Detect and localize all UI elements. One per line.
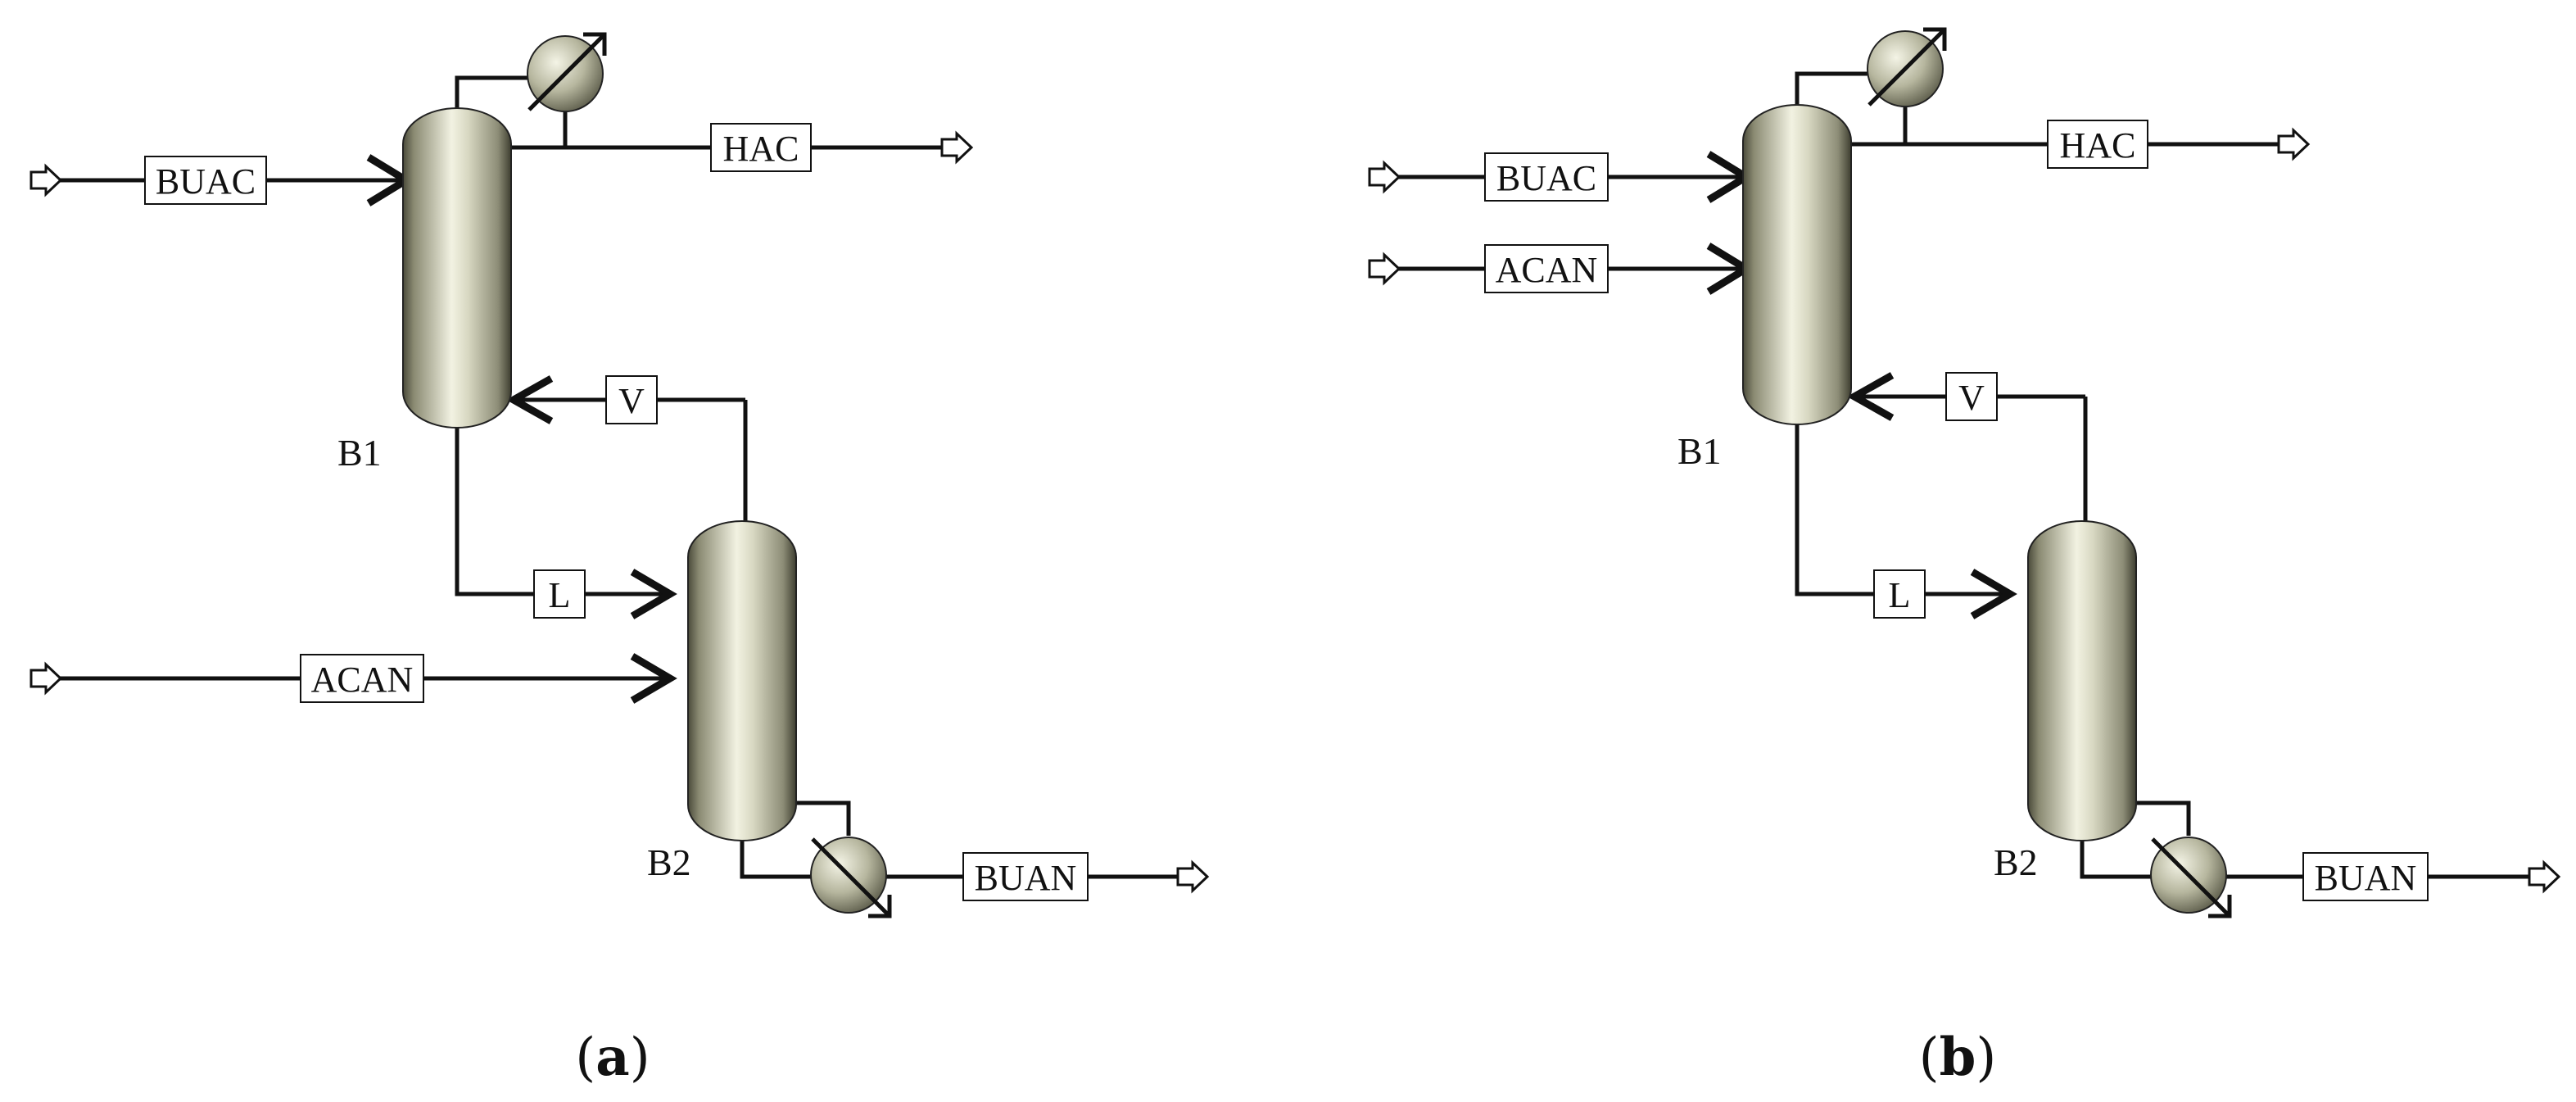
stream-label-acan[interactable]: ACAN [300, 654, 424, 703]
svg-text:L: L [1889, 575, 1911, 615]
panel-b: BUAC ACAN HAC V L BUAN B1 B2 (b) [1368, 27, 2561, 1088]
column-b2[interactable] [687, 520, 797, 841]
stream-label-v[interactable]: V [605, 375, 658, 424]
reboiler[interactable] [2150, 837, 2232, 918]
stream-label-hac[interactable]: HAC [2047, 120, 2148, 169]
svg-text:HAC: HAC [723, 129, 799, 169]
svg-text:BUAC: BUAC [1496, 158, 1596, 198]
svg-text:ACAN: ACAN [1496, 250, 1598, 290]
stream-label-hac[interactable]: HAC [710, 123, 812, 172]
block-label-b1: B1 [337, 432, 382, 474]
port-arrows [1368, 127, 2561, 894]
svg-text:ACAN: ACAN [311, 660, 414, 700]
condenser[interactable] [1867, 27, 1947, 107]
block-label-b2: B2 [647, 841, 691, 883]
svg-text:L: L [549, 575, 571, 615]
condenser[interactable] [527, 32, 607, 112]
stream-label-buac[interactable]: BUAC [144, 156, 267, 205]
stream-label-acan[interactable]: ACAN [1484, 244, 1609, 293]
column-b1[interactable] [1742, 104, 1852, 425]
stream-label-buac[interactable]: BUAC [1484, 152, 1609, 202]
svg-text:HAC: HAC [2060, 125, 2136, 166]
stream-label-v[interactable]: V [1945, 372, 1998, 421]
reboiler[interactable] [810, 837, 892, 918]
svg-text:V: V [1958, 378, 1985, 418]
svg-text:BUAN: BUAN [2315, 858, 2417, 898]
svg-text:V: V [618, 381, 645, 421]
port-arrows [29, 130, 1210, 894]
flow-arrows [366, 154, 677, 704]
block-label-b2: B2 [1994, 841, 2038, 883]
column-b1[interactable] [402, 107, 512, 429]
panel-a: BUAC HAC V L ACAN BUAN B1 B2 (a) [29, 32, 1210, 1088]
stream-label-buan[interactable]: BUAN [2302, 852, 2429, 901]
stream-label-buan[interactable]: BUAN [962, 852, 1089, 901]
svg-text:BUAN: BUAN [975, 858, 1077, 898]
stream-label-l[interactable]: L [1873, 569, 1926, 619]
svg-text:BUAC: BUAC [156, 161, 256, 202]
stream-label-l[interactable]: L [533, 569, 586, 619]
caption-a: (a) [575, 1027, 650, 1088]
caption-b: (b) [1919, 1027, 1997, 1088]
block-label-b1: B1 [1677, 430, 1722, 472]
column-b2[interactable] [2027, 520, 2137, 841]
